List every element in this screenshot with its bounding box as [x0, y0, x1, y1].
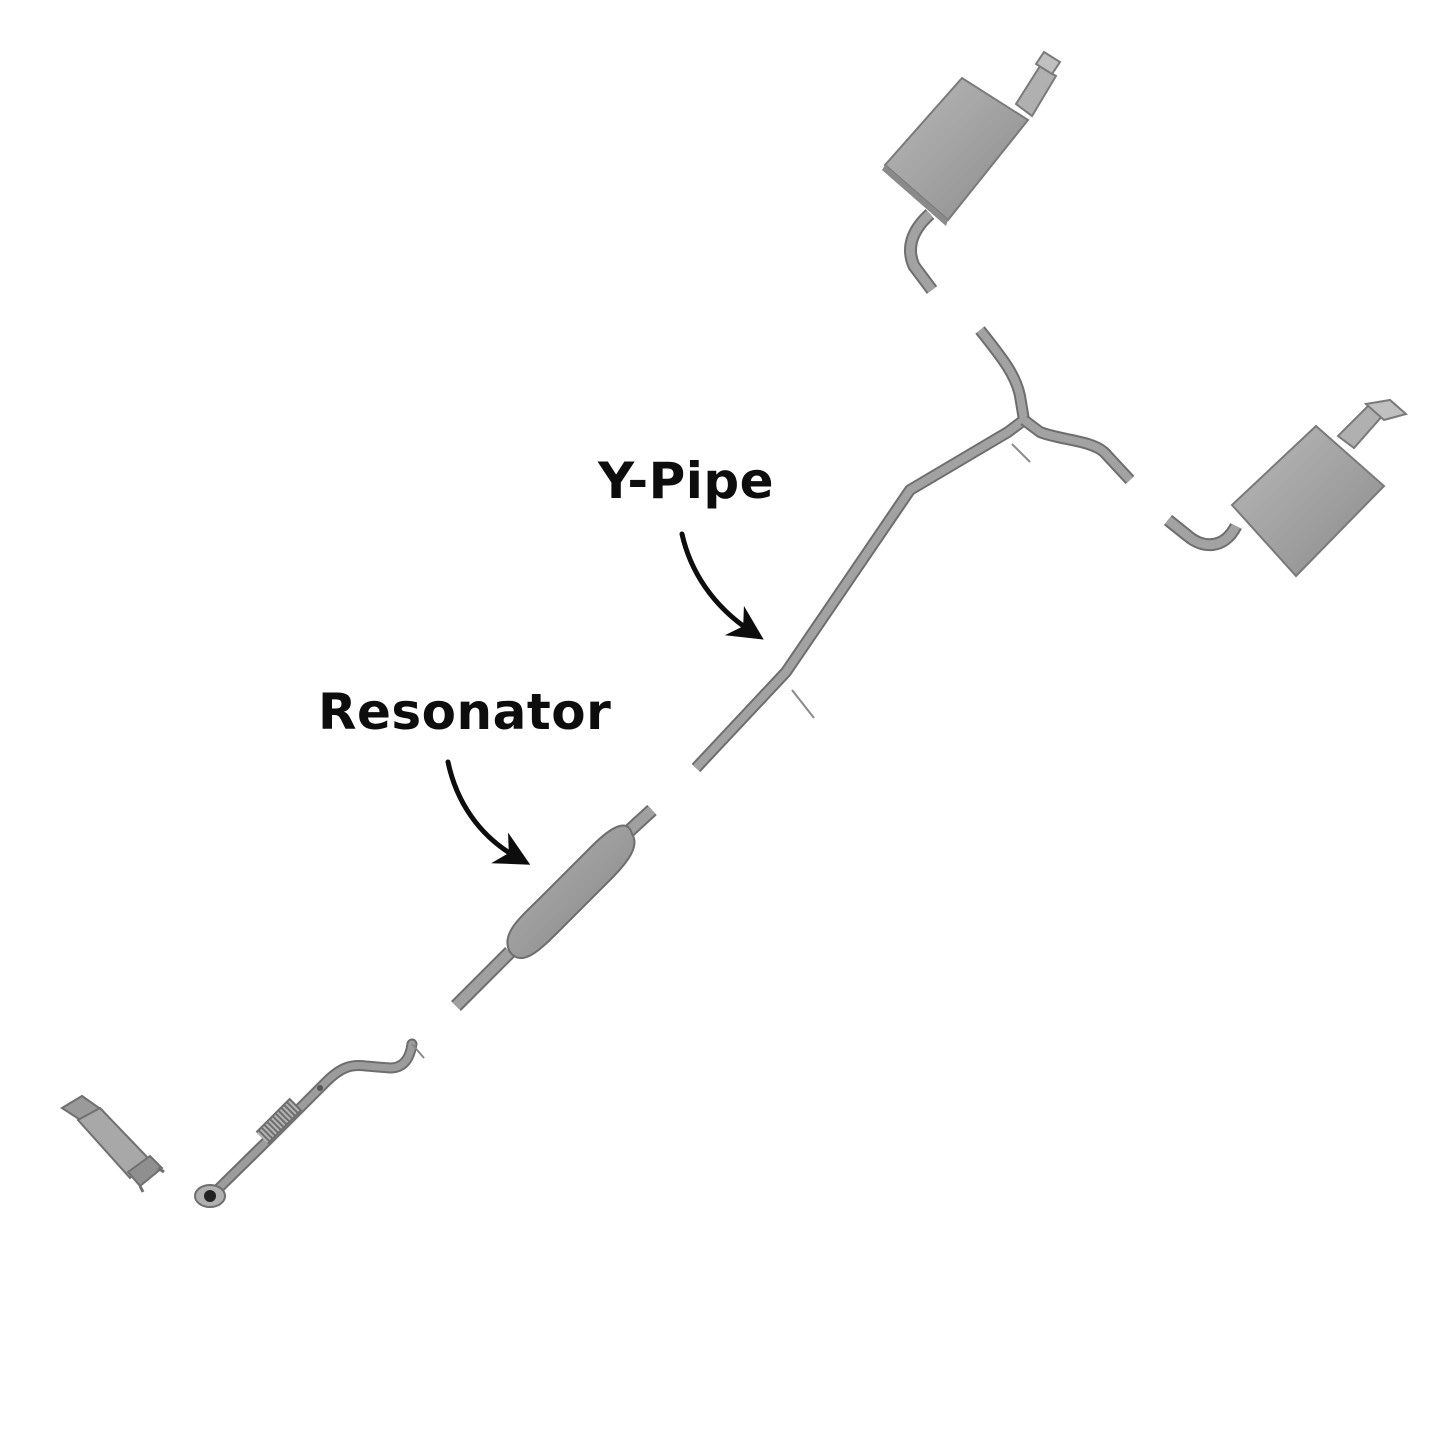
- front-pipe: [194, 1038, 425, 1208]
- resonator-arrow: [445, 759, 531, 865]
- catalytic-converter: [60, 1094, 165, 1193]
- y-pipe-arrow: [679, 531, 764, 640]
- muffler-lower: [1163, 398, 1409, 578]
- y-pipe: [691, 326, 1135, 773]
- y-pipe-label: Y-Pipe: [598, 452, 775, 510]
- muffler-upper: [882, 50, 1062, 294]
- resonator-label: Resonator: [318, 683, 612, 741]
- resonator-pipe: [451, 804, 657, 1011]
